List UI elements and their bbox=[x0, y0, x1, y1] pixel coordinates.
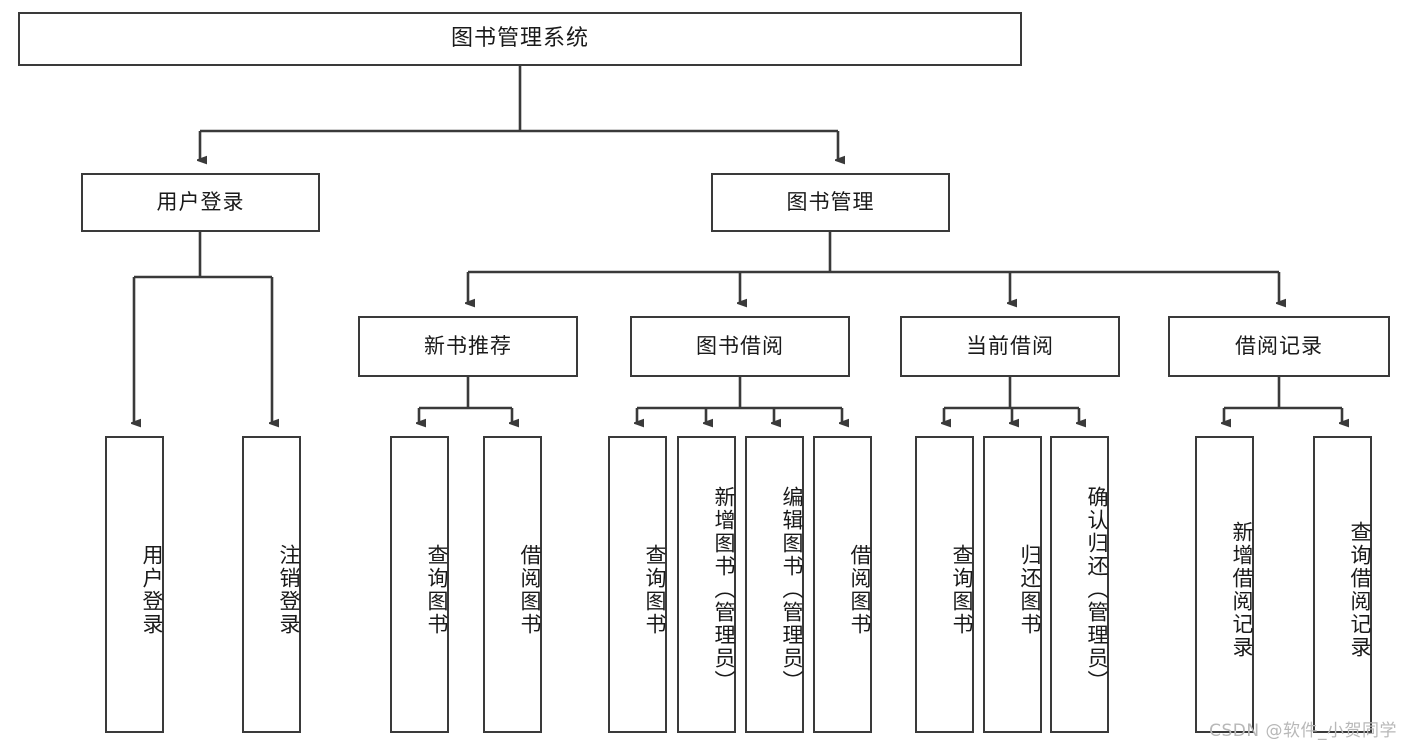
node-leaf-user-login[interactable]: 用户登录 bbox=[105, 436, 164, 733]
node-borrow-record[interactable]: 借阅记录 bbox=[1168, 316, 1390, 377]
node-book-borrow[interactable]: 图书借阅 bbox=[630, 316, 850, 377]
node-leaf-return-books[interactable]: 归还图书 bbox=[983, 436, 1042, 733]
node-current-borrow[interactable]: 当前借阅 bbox=[900, 316, 1120, 377]
node-new-book-recommend[interactable]: 新书推荐 bbox=[358, 316, 578, 377]
leaf-label: 借阅图书 bbox=[518, 543, 542, 636]
leaf-label: 查询图书 bbox=[950, 543, 974, 636]
node-book-management[interactable]: 图书管理 bbox=[711, 173, 950, 232]
leaf-label: 归还图书 bbox=[1018, 543, 1042, 636]
node-leaf-edit-book-admin[interactable]: 编辑图书（管理员） bbox=[745, 436, 804, 733]
leaf-label: 注销登录 bbox=[277, 543, 301, 636]
node-leaf-query-books-current[interactable]: 查询图书 bbox=[915, 436, 974, 733]
leaf-label: 查询图书 bbox=[425, 543, 449, 636]
node-leaf-query-books-borrow[interactable]: 查询图书 bbox=[608, 436, 667, 733]
node-leaf-logout[interactable]: 注销登录 bbox=[242, 436, 301, 733]
node-leaf-borrow-books[interactable]: 借阅图书 bbox=[813, 436, 872, 733]
csdn-watermark: CSDN @软件_小贺同学 bbox=[1209, 721, 1397, 741]
node-root-system[interactable]: 图书管理系统 bbox=[18, 12, 1022, 66]
leaf-label: 查询图书 bbox=[643, 543, 667, 636]
node-user-login[interactable]: 用户登录 bbox=[81, 173, 320, 232]
leaf-label: 借阅图书 bbox=[848, 543, 872, 636]
node-leaf-query-books-recommend[interactable]: 查询图书 bbox=[390, 436, 449, 733]
node-leaf-add-book-admin[interactable]: 新增图书（管理员） bbox=[677, 436, 736, 733]
leaf-label: 确认归还（管理员） bbox=[1085, 486, 1109, 693]
leaf-label: 用户登录 bbox=[140, 543, 164, 636]
leaf-label: 新增图书（管理员） bbox=[712, 486, 736, 693]
node-leaf-add-borrow-record[interactable]: 新增借阅记录 bbox=[1195, 436, 1254, 733]
node-leaf-borrow-books-recommend[interactable]: 借阅图书 bbox=[483, 436, 542, 733]
leaf-label: 新增借阅记录 bbox=[1230, 520, 1254, 659]
leaf-label: 编辑图书（管理员） bbox=[780, 486, 804, 693]
node-leaf-query-borrow-record[interactable]: 查询借阅记录 bbox=[1313, 436, 1372, 733]
node-leaf-confirm-return-admin[interactable]: 确认归还（管理员） bbox=[1050, 436, 1109, 733]
leaf-label: 查询借阅记录 bbox=[1348, 520, 1372, 659]
